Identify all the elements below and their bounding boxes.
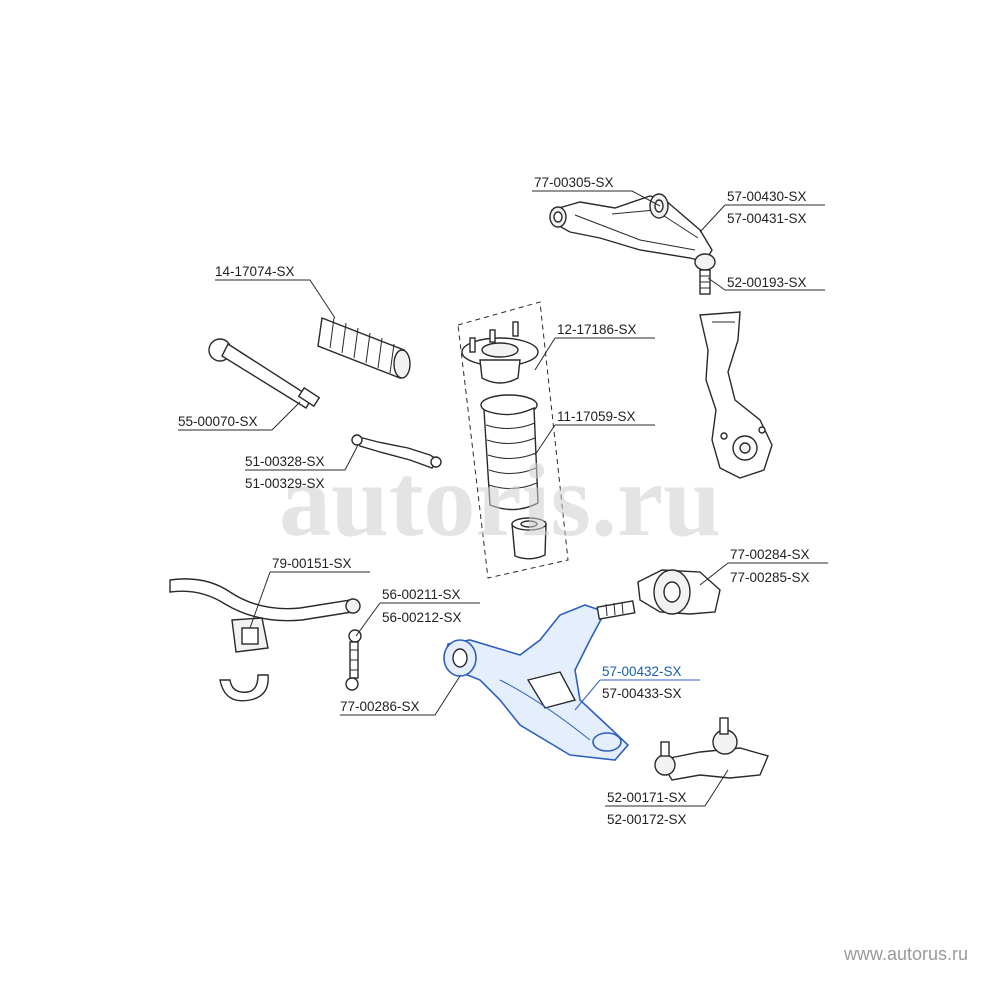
lower-ball-joint[interactable] [654, 717, 769, 781]
label-57-00433[interactable]: 57-00433-SX [602, 686, 682, 701]
label-51-00329[interactable]: 51-00329-SX [245, 476, 325, 491]
label-12-17186[interactable]: 12-17186-SX [557, 322, 637, 337]
stabilizer-bracket[interactable] [351, 434, 442, 469]
lower-arm-rear-bushing[interactable] [637, 569, 721, 615]
callout-labels: 77-00305-SX 57-00430-SX 57-00431-SX 52-0… [178, 175, 810, 827]
sway-bar-bracket[interactable] [219, 674, 269, 702]
label-11-17059[interactable]: 11-17059-SX [557, 409, 636, 424]
label-51-00328[interactable]: 51-00328-SX [245, 454, 325, 469]
lower-control-arm[interactable] [443, 604, 630, 761]
sway-bar-bushing[interactable] [231, 617, 269, 653]
label-77-00285[interactable]: 77-00285-SX [730, 570, 810, 585]
label-52-00193[interactable]: 52-00193-SX [727, 275, 807, 290]
label-77-00286[interactable]: 77-00286-SX [340, 699, 420, 714]
upper-ball-joint[interactable] [694, 253, 716, 295]
bump-stop[interactable] [511, 517, 547, 560]
label-55-00070[interactable]: 55-00070-SX [178, 414, 258, 429]
steering-rack-boot[interactable] [317, 317, 411, 379]
sway-bar[interactable] [169, 578, 361, 622]
label-52-00172[interactable]: 52-00172-SX [607, 812, 687, 827]
label-14-17074[interactable]: 14-17074-SX [215, 264, 295, 279]
label-57-00431[interactable]: 57-00431-SX [727, 211, 807, 226]
label-79-00151[interactable]: 79-00151-SX [272, 556, 352, 571]
watermark-text: autoris.ru [279, 443, 721, 558]
stabilizer-link[interactable] [345, 629, 362, 691]
label-52-00171[interactable]: 52-00171-SX [607, 790, 687, 805]
strut-dust-cover-outline [457, 301, 569, 579]
lower-arm-ball-stud[interactable] [596, 600, 636, 620]
strut-boot[interactable] [480, 394, 539, 511]
strut-top-mount[interactable] [461, 321, 539, 384]
label-56-00211[interactable]: 56-00211-SX [382, 587, 461, 602]
site-url: www.autorus.ru [843, 944, 968, 964]
steering-knuckle[interactable] [699, 311, 773, 479]
label-57-00430[interactable]: 57-00430-SX [727, 189, 807, 204]
label-77-00305[interactable]: 77-00305-SX [534, 175, 614, 190]
label-77-00284[interactable]: 77-00284-SX [730, 547, 810, 562]
upper-arm-bushing-front[interactable] [549, 206, 567, 228]
label-56-00212[interactable]: 56-00212-SX [382, 610, 462, 625]
label-57-00432[interactable]: 57-00432-SX [602, 664, 682, 679]
upper-control-arm[interactable] [551, 195, 713, 263]
inner-tie-rod[interactable] [208, 338, 321, 409]
leader-lines [178, 190, 828, 807]
